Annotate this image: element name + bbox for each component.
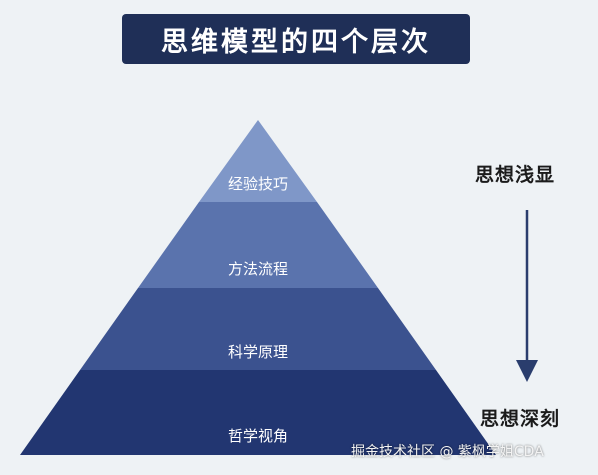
pyramid-label-method: 方法流程 [228,260,288,278]
pyramid-layer-philosophy [20,370,496,455]
pyramid-layer-experience [199,120,317,202]
pyramid-label-philosophy: 哲学视角 [228,427,288,445]
deep-thinking-label: 思想深刻 [480,408,561,430]
watermark: 掘金技术社区 @ 紫枫学姐CDA [351,444,544,460]
pyramid-label-principle: 科学原理 [228,343,288,361]
page-title: 思维模型的四个层次 [161,26,431,58]
pyramid-label-experience: 经验技巧 [228,175,288,193]
pyramid-layer-method [138,202,378,288]
shallow-thinking-label: 思想浅显 [475,164,556,186]
pyramid-layer-principle [80,288,436,370]
arrow-head [516,360,538,382]
title-banner: 思维模型的四个层次 [122,14,470,64]
